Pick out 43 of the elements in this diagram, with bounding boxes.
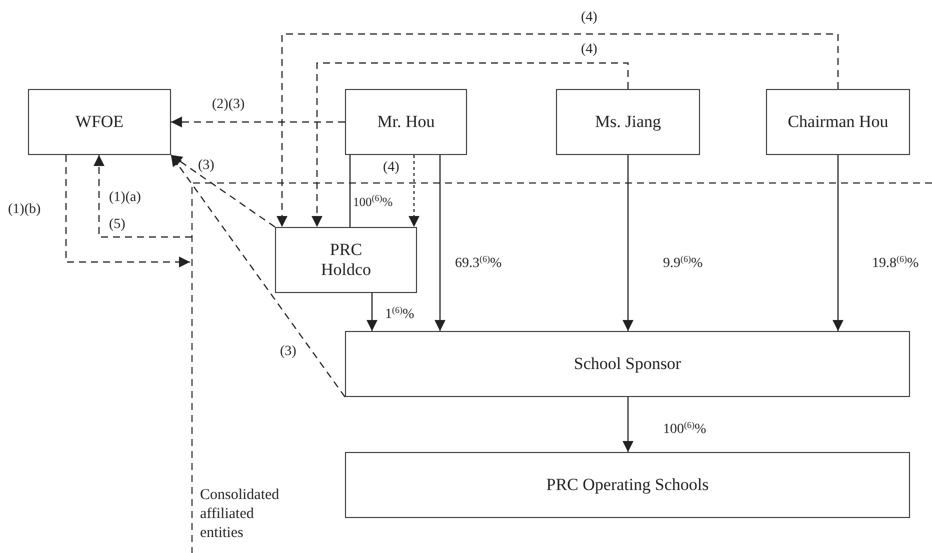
- arrow: [94, 155, 192, 238]
- edge-label: (2)(3): [212, 96, 245, 114]
- edge-label: 100$^{(6)}$%: [663, 420, 706, 438]
- edge-label: (1)(a) (5): [109, 189, 142, 234]
- entity-box: [345, 331, 910, 397]
- arrow: [832, 155, 844, 331]
- connector-line: [349, 155, 351, 227]
- entity-box: [345, 452, 910, 518]
- entity-name: PRC Operating Schools: [546, 474, 709, 496]
- entity-box: [28, 89, 171, 155]
- entity-name: Chairman Hou: [788, 112, 888, 132]
- arrow: [408, 155, 420, 227]
- entity-name: Mr. Hou: [377, 112, 435, 132]
- arrow: [366, 293, 378, 331]
- arrow: [276, 33, 839, 227]
- edge-label: 1$^{(6)}$%: [385, 305, 414, 324]
- edge-label: 100$^{(6)}$%: [353, 193, 393, 211]
- entity-name: Ms. Jiang: [594, 112, 662, 132]
- edge-label: (4): [581, 41, 598, 58]
- arrow: [434, 155, 446, 331]
- arrow: [171, 116, 345, 128]
- entity-box: [766, 89, 910, 155]
- entity-name: School Sponsor: [574, 354, 682, 374]
- arrow: [170, 154, 346, 398]
- arrow: [622, 397, 634, 452]
- edge-label: 69.3$^{(6)}$%: [455, 254, 502, 272]
- arrow: [65, 155, 190, 268]
- edge-label: 9.9$^{(6)}$%: [663, 254, 703, 272]
- region-label: Consolidated affiliated entities: [200, 486, 280, 542]
- arrow: [170, 154, 276, 228]
- edge-label: (4): [383, 159, 400, 176]
- entity-name: PRC Holdco: [320, 240, 372, 280]
- entity-name: WFOE: [75, 112, 124, 132]
- edge-label: (3): [280, 343, 296, 360]
- arrow: [622, 155, 634, 331]
- entity-box: [556, 89, 700, 155]
- entity-box: [345, 89, 467, 155]
- edge-label: (4): [581, 9, 598, 26]
- edge-label: 19.8$^{(6)}$%: [872, 254, 919, 272]
- edge-label: (3): [198, 157, 214, 174]
- entity-box: [275, 227, 417, 293]
- arrow: [312, 62, 629, 227]
- edge-label: (1)(b): [8, 201, 41, 218]
